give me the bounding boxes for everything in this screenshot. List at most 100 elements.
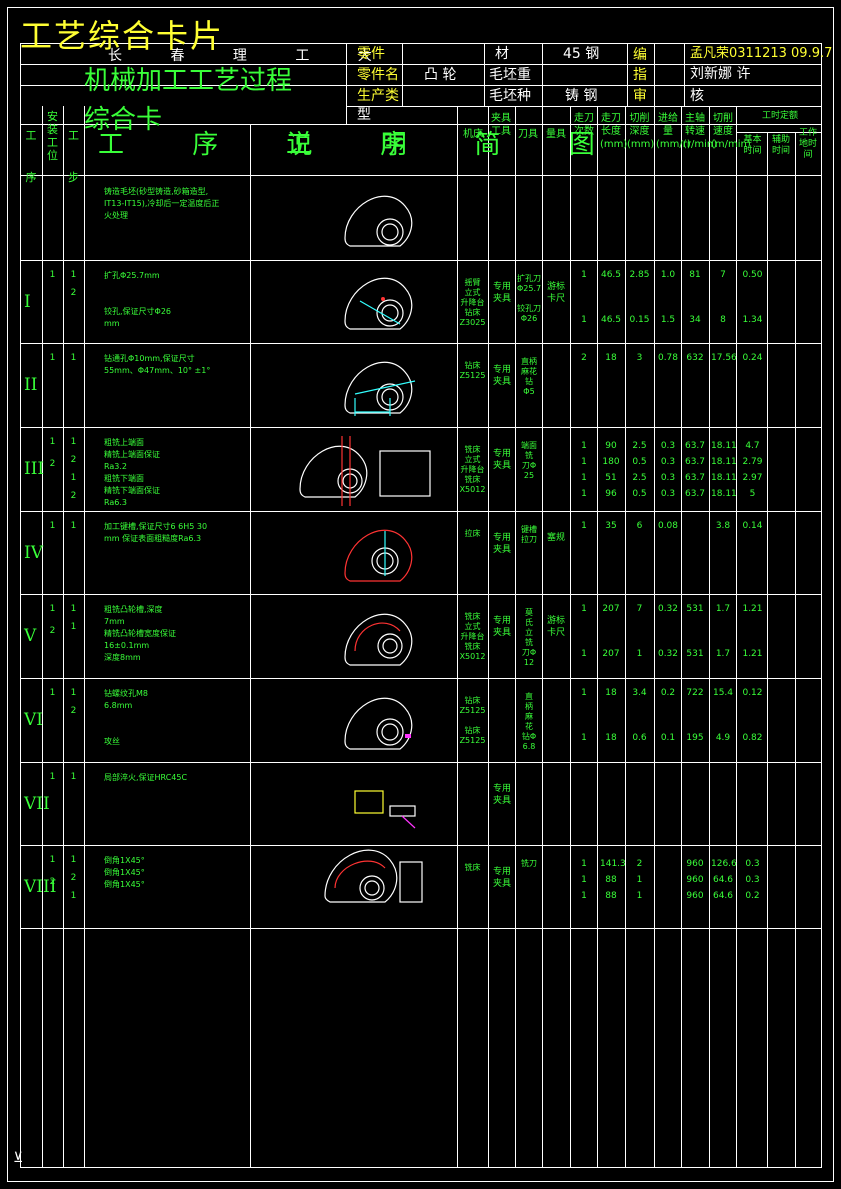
col-aux-time: 辅助时间 [771,135,790,156]
data-depth: 3.4 [632,688,647,698]
data-length: 141.3 [600,859,626,869]
col-line-5 [457,106,458,1168]
data-speed: 63.7 [684,457,706,467]
cutter-name: 直柄 [521,357,537,366]
machine-name: Z5125 [459,736,486,745]
step-number: 1 [70,604,77,614]
cutter-name: 6.8 [522,742,536,751]
step-description: IT13-IT15),冷却后一定温度后正 [104,199,220,208]
step-description: 局部淬火,保证HRC45C [104,773,188,782]
data-feed: 0.1 [660,733,676,743]
data-cut: 18.11 [711,473,737,483]
data-speed: 960 [686,891,704,901]
row-line-3 [20,427,822,428]
blank-type-label: 毛坯种 [489,88,531,104]
install-position: 2 [49,459,56,469]
step-number: 1 [70,772,77,782]
col-time-quota: 工时定额 [761,111,798,121]
data-cut: 18.11 [711,457,737,467]
cutter-name: 柄 [525,702,533,711]
data-passes: 1 [581,457,587,467]
fixture-name: 夹具 [492,294,511,304]
gauge-name: 卡尺 [546,294,565,304]
row-line-4 [20,511,822,512]
process-number: VII [24,793,50,814]
data-passes: 1 [581,604,587,614]
data-speed: 195 [686,733,704,743]
process-number: III [24,458,45,479]
cutter-name: 莫 [525,608,533,617]
step-description: 粗铣上端面 [104,438,144,447]
process-number: V [24,625,37,646]
time-quota-line [736,132,822,133]
step-number: 2 [70,288,77,298]
material-value: 45 钢 [563,46,600,62]
data-feed: 0.3 [660,473,676,483]
fixture-name: 专用 [492,867,511,877]
cutter-name: 25 [523,471,535,480]
data-feed: 0.3 [660,457,676,467]
col-line-13 [681,106,682,1168]
cutter-name: 钻 [525,377,533,386]
step-description: 铰孔,保证尺寸Φ26 [104,307,172,316]
data-feed: 0.32 [657,604,679,614]
machine-name: 拉床 [464,529,481,538]
data-speed: 722 [686,688,704,698]
process-sketches [299,195,431,903]
machine-name: 铣床 [464,445,481,454]
sketch-row-2 [344,361,416,416]
fixture-name: 专用 [492,449,511,459]
cutter-name: 氏 [525,618,533,627]
sketch-row-8 [324,849,423,903]
cutter-name: 铣 [525,451,533,460]
data-depth: 1 [636,649,643,659]
col-line-14 [709,106,710,1168]
sketch-row-0 [344,195,413,247]
data-speed: 81 [689,270,701,280]
step-number: 1 [70,891,77,901]
col-line-6 [488,106,489,1168]
step-description: 钻通孔Φ10mm,保证尺寸 [104,354,195,363]
data-speed: 531 [686,604,704,614]
col-machine: 机床 [463,129,483,140]
step-description: 加工键槽,保证尺寸6 6H5 30 [104,522,208,531]
header-line-1 [20,64,822,65]
step-description: mm [104,319,120,328]
data-cut: 64.6 [712,875,734,885]
blank-type-value: 铸 钢 [565,88,598,104]
data-length: 18 [605,353,617,363]
step-description: 扩孔Φ25.7mm [104,271,160,280]
fixture-name: 专用 [492,365,511,375]
step-description: 攻丝 [104,737,120,746]
step-number: 1 [70,437,77,447]
step-description: 7mm [104,617,125,626]
cutter-name: 刀Φ [521,461,537,470]
row-line-7 [20,762,822,763]
data-depth: 3 [636,353,643,363]
step-number: 1 [70,688,77,698]
fixture-name: 专用 [492,616,511,626]
data-depth: 1 [636,875,643,885]
cutter-name: 铣 [525,638,533,647]
data-basic: 0.3 [745,859,760,869]
col-desc: 工 序 说 明 [98,130,437,160]
data-speed: 960 [686,859,704,869]
cutter-name: Φ25.7 [517,284,542,293]
data-cut: 18.11 [711,489,737,499]
step-number: 2 [70,873,77,883]
part-label: 零件 [357,46,385,62]
col-line-16 [767,132,768,1168]
step-description: 铸造毛坯(砂型铸造,砂箱造型, [104,187,209,196]
data-passes: 1 [581,891,587,901]
cutter-name: 立 [525,628,533,637]
data-depth: 0.6 [632,733,647,743]
machine-name: 升降台 [460,465,485,474]
data-depth: 1 [636,891,643,901]
checked-value: 刘新娜 许 [690,66,751,82]
data-cut: 17.56 [711,353,737,363]
data-basic: 1.21 [742,649,763,659]
col-line-1 [42,106,43,1168]
gauge-name: 游标 [546,282,565,292]
machine-name: 升降台 [460,632,485,641]
cutter-name: 12 [523,658,535,667]
